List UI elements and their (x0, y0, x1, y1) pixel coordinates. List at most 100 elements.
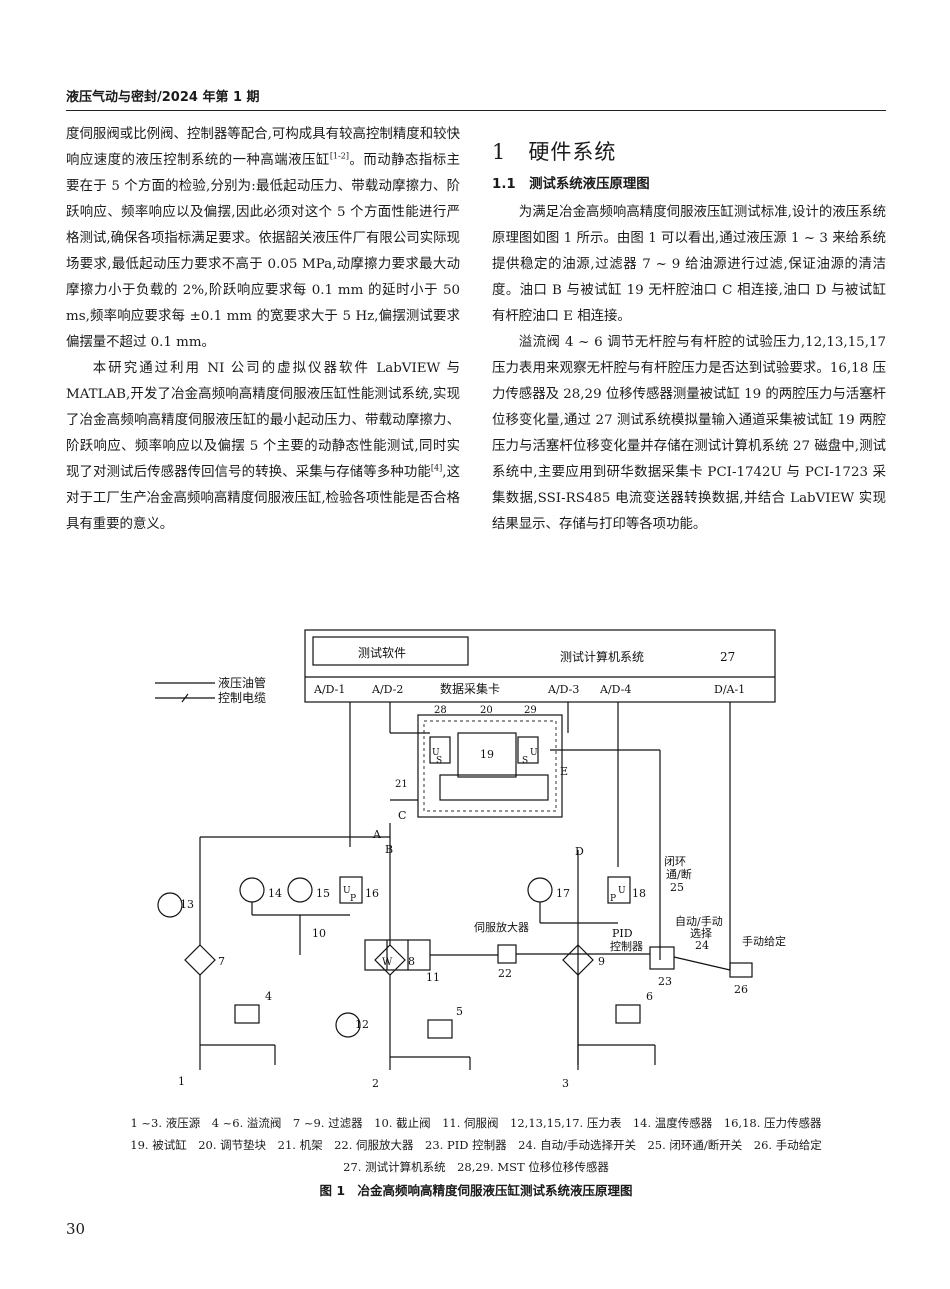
label-7: 7 (218, 955, 225, 968)
sensor-29 (517, 736, 539, 764)
sensor-18 (607, 876, 631, 904)
gauge-17 (527, 877, 553, 903)
label-software: 测试软件 (358, 645, 406, 660)
label-C: C (398, 809, 406, 822)
label-P16: P (350, 894, 356, 904)
section-heading: 1 硬件系统 (492, 140, 617, 164)
left-p1-text: 度伺服阀或比例阀、控制器等配合,可构成具有较高控制精度和较快响应速度的液压控制系… (66, 127, 460, 168)
label-ad3: A/D-3 (547, 683, 579, 696)
sensor-28 (429, 736, 451, 764)
left-p2-text-cont: ,这对于工厂生产冶金高频响高精度伺服液压缸,检验各项性能是否合格具有重要的意义。 (66, 465, 460, 532)
citation-4: [4] (430, 463, 443, 473)
label-3: 3 (562, 1077, 569, 1090)
right-paragraph-1: 为满足冶金高频响高精度伺服液压缸测试标准,设计的液压系统原理图如图 1 所示。由… (492, 205, 886, 324)
label-manual-set: 手动给定 (742, 934, 786, 948)
header-rule (66, 110, 886, 111)
label-servo-amp: 伺服放大器 (474, 920, 529, 934)
label-12: 12 (355, 1018, 369, 1031)
filter-7 (184, 944, 216, 976)
label-6: 6 (646, 990, 653, 1003)
label-da1: D/A-1 (714, 683, 745, 696)
label-ad2: A/D-2 (371, 683, 403, 696)
label-on-off: 通/断 (666, 867, 692, 881)
label-1: 1 (178, 1075, 185, 1088)
label-W: W (382, 957, 393, 968)
label-14: 14 (268, 887, 282, 900)
cylinder-body (439, 774, 549, 801)
frame-21 (417, 714, 563, 818)
label-D: D (575, 845, 584, 858)
right-column: 1 硬件系统 1.1 测试系统液压原理图 为满足冶金高频响高精度伺服液压缸测试标… (492, 122, 886, 538)
label-19: 19 (480, 748, 494, 761)
label-24: 24 (695, 939, 709, 952)
left-paragraph-2: 本研究通过利用 NI 公司的虚拟仪器软件 LabVIEW 与 MATLAB,开发… (66, 356, 460, 538)
label-U16: U (343, 886, 351, 896)
label-29: 29 (524, 705, 537, 716)
pid-23 (649, 946, 675, 970)
label-daq: 数据采集卡 (440, 681, 500, 696)
gauge-15 (287, 877, 313, 903)
journal-header: 液压气动与密封/2024 年第 1 期 (66, 90, 260, 105)
label-E: E (560, 765, 568, 778)
label-controller: 控制器 (610, 939, 643, 953)
left-paragraph-1: 度伺服阀或比例阀、控制器等配合,可构成具有较高控制精度和较快响应速度的液压控制系… (66, 122, 460, 356)
servo-amp-22 (497, 944, 517, 964)
label-S1: S (436, 756, 442, 766)
servo-valve-11 (364, 939, 431, 971)
label-8: 8 (408, 955, 415, 968)
software-box (312, 636, 469, 666)
label-4: 4 (265, 990, 272, 1003)
hydraulic-schematic: 测试软件 测试计算机系统 27 液压油管 控制电缆 A/D-1 A/D-2 数据… (155, 629, 786, 1090)
label-21: 21 (395, 779, 408, 790)
sensor-16 (339, 876, 363, 904)
right-paragraph-2: 溢流阀 4 ~ 6 调节无杆腔与有杆腔的试验压力,12,13,15,17 压力表… (492, 335, 886, 532)
label-P18: P (610, 894, 616, 904)
label-B: B (385, 843, 393, 856)
label-U2: U (530, 748, 538, 758)
temp-14 (239, 877, 265, 903)
label-select: 选择 (690, 926, 712, 940)
label-10: 10 (312, 927, 326, 940)
label-oil: 液压油管 (218, 675, 266, 690)
label-25: 25 (670, 881, 684, 894)
label-2: 2 (372, 1077, 379, 1090)
label-U18: U (618, 886, 626, 896)
label-18: 18 (632, 887, 646, 900)
figure-title: 图 1 冶金高频响高精度伺服液压缸测试系统液压原理图 (319, 1183, 633, 1198)
caption-line-3: 27. 测试计算机系统 28,29. MST 位移位移传感器 (343, 1160, 609, 1174)
manual-26 (729, 962, 753, 978)
left-column: 度伺服阀或比例阀、控制器等配合,可构成具有较高控制精度和较快响应速度的液压控制系… (66, 122, 460, 538)
computer-box (304, 629, 776, 703)
label-26: 26 (734, 983, 748, 996)
label-computer: 测试计算机系统 (560, 649, 644, 664)
left-p2-text: 本研究通过利用 NI 公司的虚拟仪器软件 LabVIEW 与 MATLAB,开发… (66, 361, 460, 480)
frame-hatch (423, 720, 557, 812)
label-S2: S (522, 756, 528, 766)
page-number: 30 (66, 1220, 86, 1238)
cylinder-19 (457, 732, 517, 778)
caption-line-2: 19. 被试缸 20. 调节垫块 21. 机架 22. 伺服放大器 23. PI… (130, 1138, 822, 1152)
label-13: 13 (180, 898, 194, 911)
label-5: 5 (456, 1005, 463, 1018)
label-closed-loop: 闭环 (664, 855, 686, 868)
label-ad4: A/D-4 (599, 683, 631, 696)
label-16: 16 (365, 887, 379, 900)
left-p1-text-cont: 。而动静态指标主要在于 5 个方面的检验,分别为:最低起动压力、带载动摩擦力、阶… (66, 153, 461, 350)
label-27: 27 (720, 650, 735, 664)
label-9: 9 (598, 955, 605, 968)
caption-line-1: 1 ~3. 液压源 4 ~6. 溢流阀 7 ~9. 过滤器 10. 截止阀 11… (130, 1116, 822, 1130)
label-pid: PID (612, 927, 633, 940)
label-17: 17 (556, 887, 570, 900)
subsection-heading: 1.1 测试系统液压原理图 (492, 177, 650, 192)
label-ad1: A/D-1 (313, 683, 345, 696)
label-auto-manual: 自动/手动 (675, 914, 723, 928)
relief-4 (234, 1004, 260, 1024)
relief-6 (615, 1004, 641, 1024)
citation-1-2: [1-2] (329, 151, 349, 161)
label-22: 22 (498, 967, 512, 980)
label-U1: U (432, 748, 440, 758)
label-11: 11 (426, 971, 440, 984)
label-20: 20 (480, 705, 493, 716)
label-15: 15 (316, 887, 330, 900)
label-28: 28 (434, 705, 447, 716)
